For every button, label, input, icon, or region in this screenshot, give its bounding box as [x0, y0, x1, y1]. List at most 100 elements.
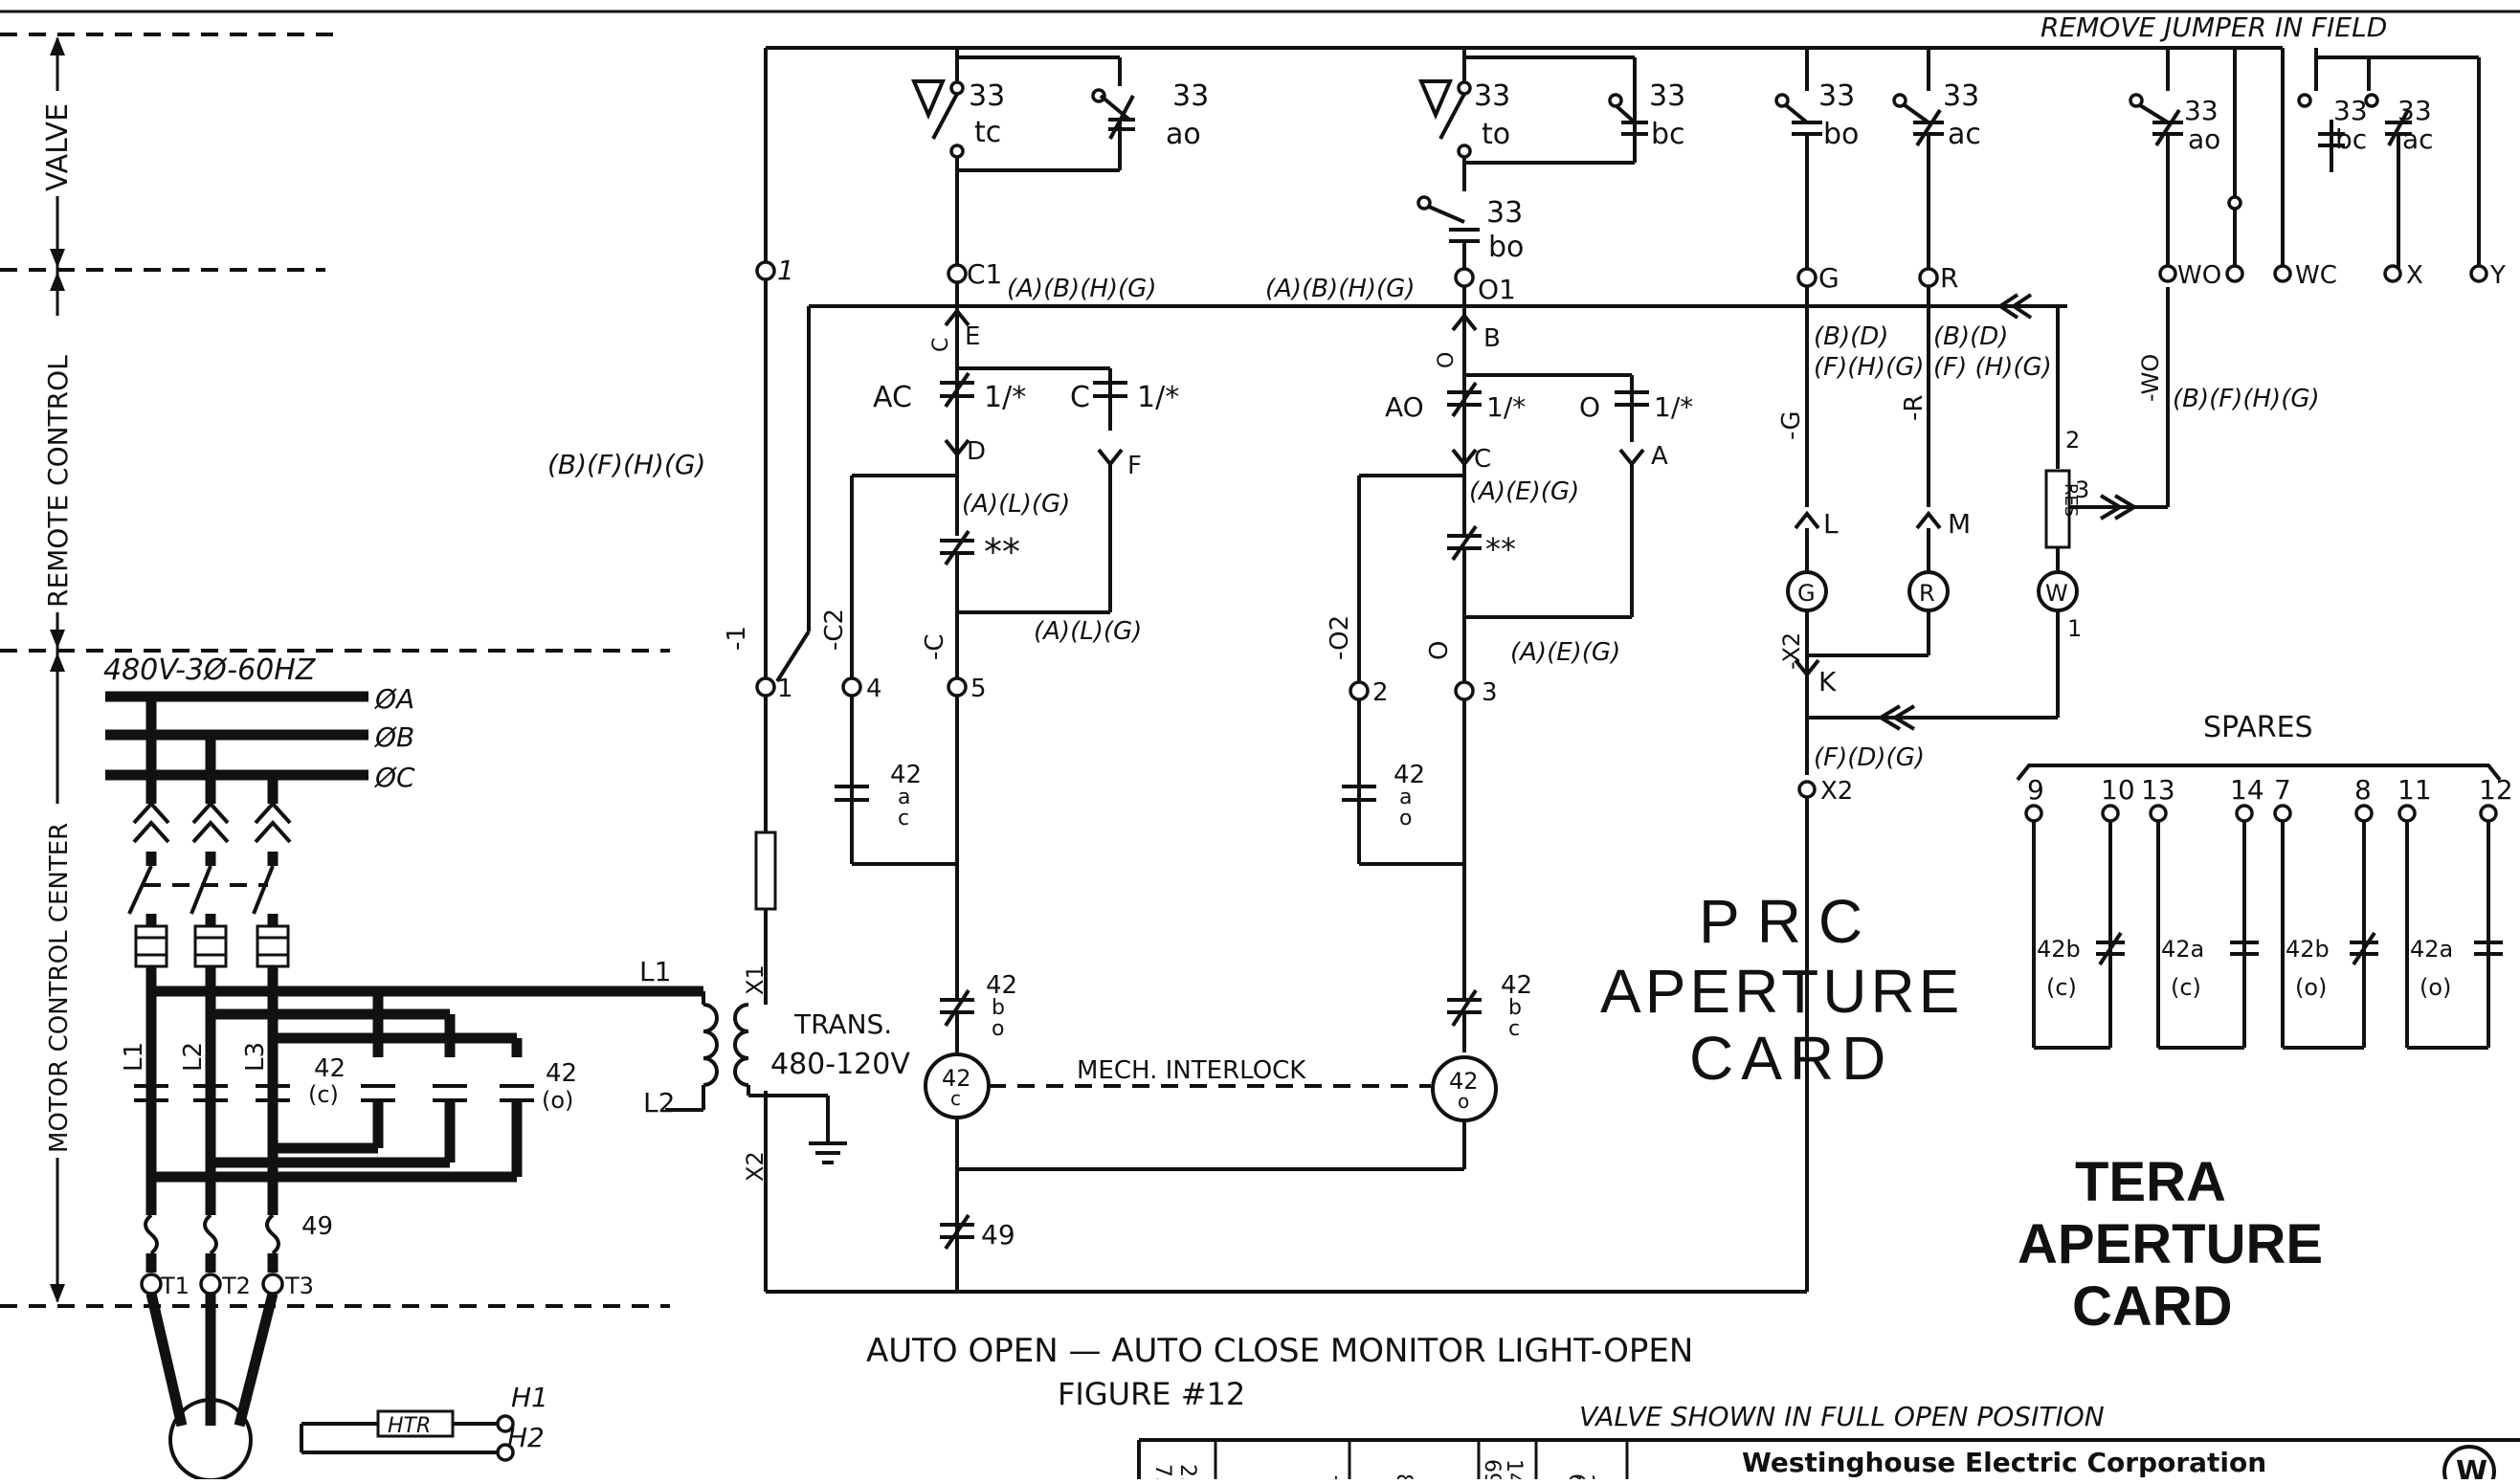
ilk-c-o: o: [992, 1017, 1004, 1041]
title-block-code: 23: [1175, 1464, 1199, 1479]
l1-label: L1: [120, 1042, 148, 1072]
note-fdg: (F)(D)(G): [1814, 743, 1925, 772]
trans-l1-label: L1: [639, 956, 671, 987]
wire-k: K: [1818, 666, 1837, 698]
spare-terminal-label: 10: [2101, 774, 2135, 806]
note-bfhg-right: (B)(F)(H)(G): [2173, 385, 2320, 413]
wire-d: D: [967, 437, 986, 466]
res-1: 1: [2067, 615, 2082, 642]
ilk-o-num: 42: [1501, 971, 1532, 1000]
res-3: 3: [2075, 476, 2089, 503]
westinghouse-logo: [2442, 1445, 2496, 1484]
aux-c-a: a: [898, 786, 910, 809]
tera-line-3: CARD: [2072, 1275, 2233, 1338]
wire-l: L: [1823, 508, 1839, 540]
spare-3-num: 42b: [2286, 936, 2330, 963]
wire-1-top: 1: [777, 255, 794, 286]
spare-terminal-label: 8: [2354, 774, 2372, 806]
coil-open-sub: o: [1458, 1090, 1469, 1113]
wire-f: F: [1127, 452, 1142, 480]
ls-bo-sub: bo: [1488, 231, 1524, 264]
company-name: Westinghouse Electric Corporation: [1742, 1447, 2266, 1478]
terminal-2: 2: [1372, 678, 1389, 707]
terminal-3: 3: [1482, 678, 1498, 707]
note-aeg-2: (A)(E)(G): [1510, 638, 1620, 667]
aux-c-c: c: [898, 807, 909, 831]
spare-terminal-label: 14: [2230, 774, 2264, 806]
ilk-o-b: b: [1508, 996, 1522, 1020]
spare-2-sub: (c): [2171, 974, 2201, 1001]
terminal-4: 4: [866, 675, 882, 703]
k42o-label: 42: [546, 1059, 577, 1088]
wire-cc: C: [1474, 445, 1491, 474]
aux-o-a: a: [1399, 786, 1412, 809]
spare-terminal-label: 7: [2274, 774, 2291, 806]
wire-r: -R: [1900, 395, 1929, 421]
note-bfhg-left: (B)(F)(H)(G): [547, 449, 705, 480]
wire-b: B: [1483, 324, 1501, 353]
title-block: 7323186914651 Westinghouse Electric Corp…: [1137, 1438, 2520, 1484]
ls-ac-num: 33: [1943, 79, 1979, 113]
ilk-o-c: c: [1508, 1017, 1520, 1041]
note-aeg-1: (A)(E)(G): [1469, 477, 1579, 506]
coil-close-sub: c: [950, 1087, 961, 1110]
contact-ac-rating: 1/*: [984, 381, 1026, 414]
l3-label: L3: [241, 1042, 270, 1072]
terminal-t1: [140, 1273, 163, 1296]
trans-name: TRANS.: [793, 1008, 892, 1040]
prc-line-1: PRC: [1699, 887, 1880, 956]
h2-label: H2: [507, 1422, 545, 1453]
figure-title: AUTO OPEN — AUTO CLOSE MONITOR LIGHT-OPE…: [866, 1332, 1693, 1370]
spare-4-sub: (o): [2420, 974, 2451, 1001]
spare-2-num: 42a: [2161, 936, 2204, 963]
supply-label: 480V-3Ø-60HZ: [103, 653, 317, 687]
terminal-x2: X2: [1820, 777, 1853, 806]
wire-a: A: [1651, 442, 1668, 471]
spares-title: SPARES: [2203, 711, 2313, 744]
wire-c: -C: [921, 633, 949, 660]
note-fhg-r: (F) (H)(G): [1933, 353, 2052, 382]
terminal-y: Y: [2489, 261, 2506, 290]
contact-o-rating: 1/*: [1654, 391, 1693, 423]
heater-label: HTR: [388, 1414, 431, 1438]
ls-ac2-sub: ac: [2402, 123, 2434, 155]
power-circuit: 480V-3Ø-60HZ ØA ØB ØC: [103, 653, 703, 1482]
ls-to-sub: to: [1482, 118, 1510, 151]
wire-o-up: O: [1435, 352, 1459, 368]
section-motor-control-center: MOTOR CONTROL CENTER: [45, 823, 74, 1153]
ls-bo2-num: 33: [1818, 79, 1855, 113]
ls-ao2-sub: ao: [2188, 123, 2220, 155]
ls-bo-num: 33: [1486, 196, 1523, 230]
trans-rating: 480-120V: [770, 1048, 910, 1081]
terminal-wc: WC: [2295, 261, 2337, 290]
spare-terminal-label: 13: [2141, 774, 2175, 806]
t1-label: T1: [160, 1273, 190, 1299]
wire-c-up: C: [929, 338, 953, 352]
wire-g: -G: [1777, 411, 1806, 440]
wire-m: M: [1948, 508, 1971, 540]
ls-bc2-num: 33: [2333, 95, 2368, 126]
prc-line-3: CARD: [1689, 1024, 1893, 1093]
ls-bc-num: 33: [1649, 79, 1685, 113]
phase-c-label: ØC: [374, 762, 415, 793]
res-2: 2: [2065, 427, 2080, 454]
spare-terminal-label: 11: [2397, 774, 2432, 806]
ilk-c-num: 42: [986, 971, 1017, 1000]
terminal-x: X: [2406, 261, 2423, 290]
ls-bo2-sub: bo: [1823, 118, 1859, 151]
k42o-sub: (o): [542, 1087, 573, 1114]
note-alg-2: (A)(L)(G): [1034, 617, 1142, 646]
spare-3-sub: (o): [2295, 974, 2327, 1001]
section-markers: VALVE REMOTE CONTROL MOTOR CONTROL CENTE…: [0, 10, 2520, 1308]
spare-terminal-label: 9: [2027, 774, 2044, 806]
note-abhg-o1: (A)(B)(H)(G): [1265, 275, 1415, 303]
title-block-code: 73: [1150, 1464, 1174, 1479]
note-bd-g: (B)(D): [1814, 322, 1888, 351]
contact-star-2: **: [1485, 531, 1516, 567]
spare-1-sub: (c): [2046, 974, 2077, 1001]
title-block-code: 1: [1329, 1473, 1353, 1479]
ls-to-num: 33: [1474, 79, 1510, 113]
spare-4-num: 42a: [2410, 936, 2453, 963]
